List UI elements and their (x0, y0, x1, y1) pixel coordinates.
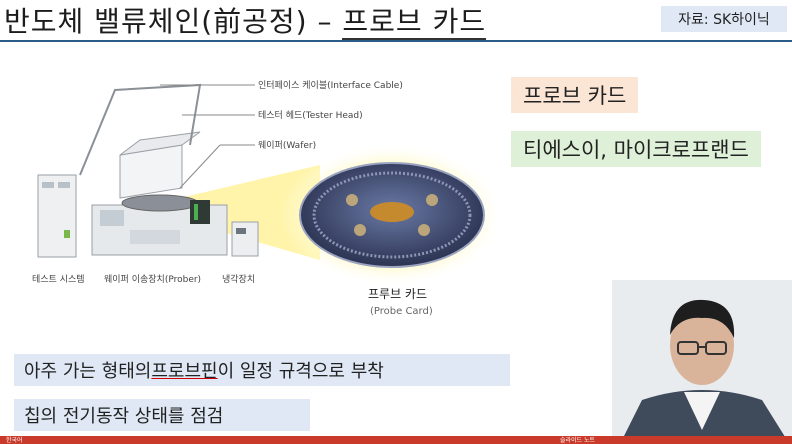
presenter-image (612, 280, 792, 440)
caption-prober: 웨이퍼 이송장치(Prober) (104, 273, 201, 285)
prober-diagram: 인터페이스 케이블(Interface Cable) 테스터 헤드(Tester… (32, 80, 500, 317)
note-electrical-check: 칩의 전기동작 상태를 점검 (14, 399, 310, 431)
callout-interface-cable: 인터페이스 케이블(Interface Cable) (258, 80, 403, 91)
probe-card-tag: 프로브 카드 (511, 77, 639, 113)
taskbar-language[interactable]: 한국어 (6, 437, 23, 444)
callout-tester-head: 테스터 헤드(Tester Head) (258, 109, 363, 121)
cooling-unit (231, 221, 259, 257)
probe-card-caption-ko: 프루브 카드 (368, 287, 427, 301)
slide-title-underlined: 프로브 카드 (342, 5, 487, 40)
note-1-before: 아주 가는 형태의 (24, 361, 152, 382)
taskbar: 한국어 슬라이드 노트 (0, 436, 792, 444)
note-1-after: 이 일정 규격으로 부착 (217, 361, 384, 382)
caption-test-system: 테스트 시스템 (32, 273, 85, 285)
source-label: 자료: SK하이닉 (661, 6, 787, 32)
caption-cooling-unit: 냉각장치 (222, 273, 255, 285)
slide-title: 반도체 밸류체인(前공정) – 프로브 카드 (4, 0, 487, 40)
title-divider (0, 40, 792, 42)
test-system-cabinet (37, 174, 77, 258)
slide-title-prefix: 반도체 밸류체인(前공정) – (4, 5, 343, 38)
presenter-webcam (612, 280, 792, 440)
taskbar-notes[interactable]: 슬라이드 노트 (560, 437, 596, 444)
probe-card-caption-en: (Probe Card) (370, 306, 433, 317)
callout-wafer: 웨이퍼(Wafer) (258, 139, 316, 151)
company-tag: 티에스이, 마이크로프랜드 (511, 131, 761, 167)
note-1-underlined: 프로브핀 (151, 361, 218, 382)
